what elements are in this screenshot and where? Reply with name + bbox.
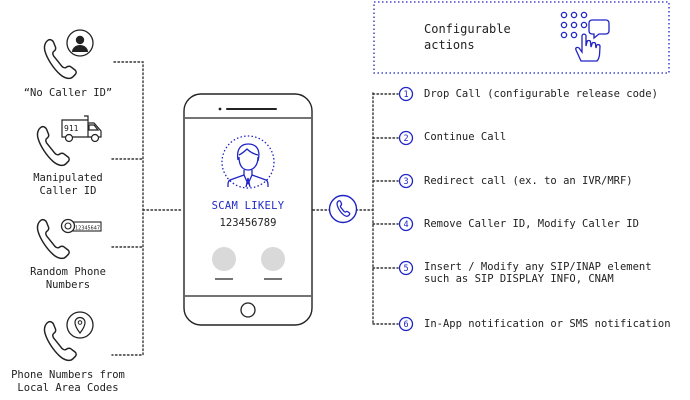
accept-call-button	[261, 247, 285, 271]
connector-lines	[111, 61, 399, 356]
decline-call-button	[212, 247, 236, 271]
caller-bus-line	[111, 61, 144, 356]
caller-avatar	[221, 135, 275, 189]
caller-label-random: Random Phone Numbers	[30, 266, 106, 291]
caller-label-no-caller-id: “No Caller ID”	[23, 87, 113, 99]
actions-box-title: Configurable actions	[424, 22, 511, 52]
phone-with-number-tag-icon: 12345647	[36, 218, 102, 260]
action-number-badge-5: 5	[398, 260, 414, 276]
action-text-2: Continue Call	[424, 131, 507, 143]
svg-text:1: 1	[403, 90, 408, 100]
action-text-3: Redirect call (ex. to an IVR/MRF)	[424, 175, 633, 187]
caller-number: 123456789	[219, 217, 277, 229]
scam-likely-label: SCAM LIKELY	[211, 200, 285, 212]
phone-with-911-truck-icon: 911	[36, 115, 102, 167]
badge-number: 12345647	[75, 226, 100, 232]
svg-text:6: 6	[403, 320, 408, 330]
action-number-badge-2: 2	[398, 130, 414, 146]
action-number-badge-4: 4	[398, 216, 414, 232]
badge-911: 911	[64, 124, 79, 133]
svg-text:4: 4	[403, 220, 408, 230]
keypad-tap-icon	[560, 11, 610, 62]
actions-box	[373, 1, 670, 74]
action-text-6: In-App notification or SMS notification	[424, 318, 671, 330]
phone-with-map-pin-icon	[43, 311, 94, 362]
home-button	[240, 302, 256, 318]
svg-text:3: 3	[403, 177, 408, 187]
handset-icon	[328, 194, 358, 224]
smartphone	[183, 93, 313, 326]
action-number-badge-3: 3	[398, 173, 414, 189]
caller-label-local-area: Phone Numbers from Local Area Codes	[11, 369, 125, 394]
action-text-1: Drop Call (configurable release code)	[424, 88, 658, 100]
action-number-badge-1: 1	[398, 86, 414, 102]
phone-with-person-icon	[43, 29, 94, 80]
action-text-4: Remove Caller ID, Modify Caller ID	[424, 218, 639, 230]
action-number-badge-6: 6	[398, 316, 414, 332]
caller-label-manipulated: Manipulated Caller ID	[33, 172, 103, 197]
action-text-5: Insert / Modify any SIP/INAP element suc…	[424, 261, 652, 285]
svg-text:5: 5	[403, 264, 408, 274]
svg-text:2: 2	[403, 134, 408, 144]
